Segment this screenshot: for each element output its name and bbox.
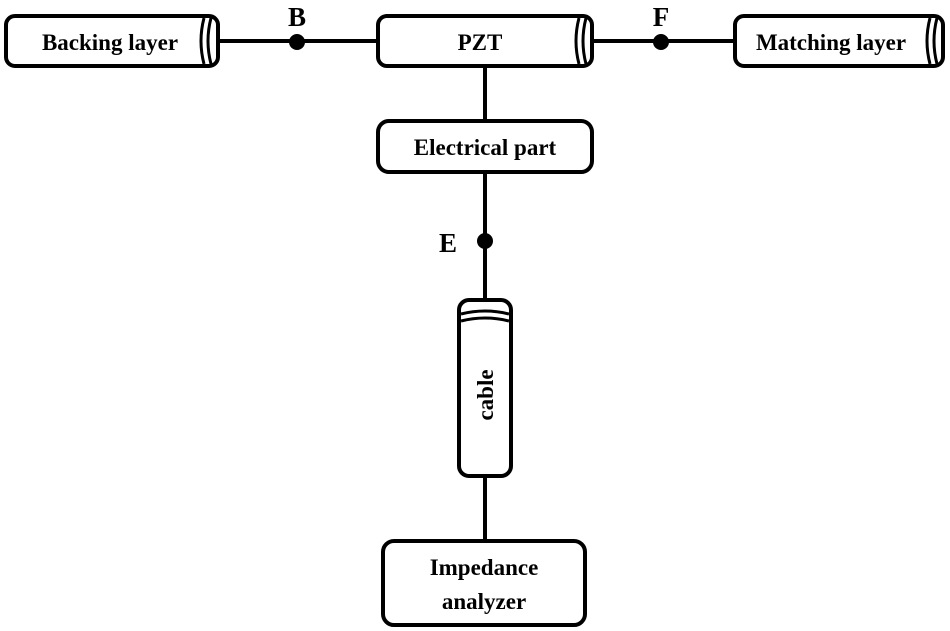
electrical-part-block: Electrical part bbox=[376, 119, 594, 174]
electrical-part-label: Electrical part bbox=[414, 135, 557, 160]
backing-layer-block: Backing layer bbox=[4, 14, 220, 68]
node-b-dot bbox=[289, 34, 305, 50]
node-b: B bbox=[288, 2, 306, 50]
backing-layer-label: Backing layer bbox=[42, 30, 178, 55]
node-f-dot bbox=[653, 34, 669, 50]
pzt-label: PZT bbox=[458, 30, 503, 55]
node-e: E bbox=[439, 228, 493, 258]
node-f: F bbox=[653, 2, 670, 50]
cable-label: cable bbox=[473, 369, 498, 420]
node-f-label: F bbox=[653, 2, 670, 32]
matching-layer-block: Matching layer bbox=[733, 14, 945, 68]
node-e-dot bbox=[477, 233, 493, 249]
matching-layer-label: Matching layer bbox=[756, 30, 906, 55]
impedance-analyzer-label-line2: analyzer bbox=[442, 589, 526, 614]
pzt-block: PZT bbox=[376, 14, 594, 68]
impedance-analyzer-block: Impedance analyzer bbox=[381, 539, 587, 627]
node-e-label: E bbox=[439, 228, 457, 258]
node-b-label: B bbox=[288, 2, 306, 32]
impedance-analyzer-label-line1: Impedance bbox=[430, 555, 539, 580]
cable-block: cable bbox=[457, 298, 513, 478]
